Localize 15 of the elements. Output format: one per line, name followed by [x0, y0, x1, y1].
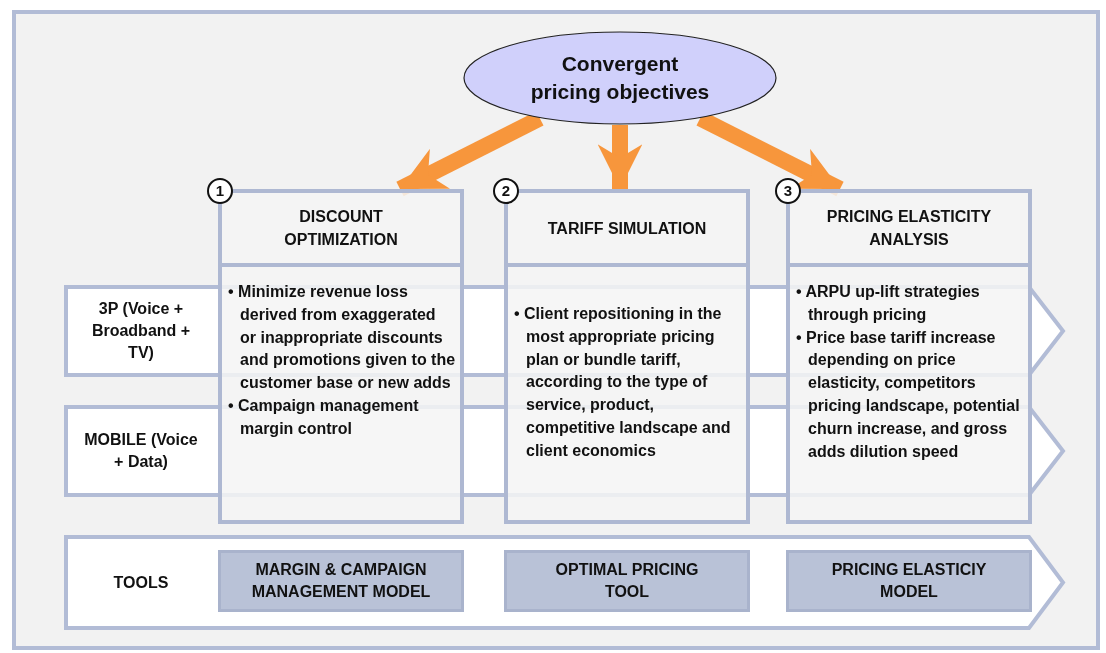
row-label: 3P (Voice + Broadband + TV) — [90, 299, 192, 363]
row-label: MOBILE (Voice + Data) — [83, 430, 199, 472]
tool-box: PRICING ELASTICIY MODEL — [786, 550, 1032, 612]
bullet-text: • Minimize revenue loss derived from exaggerated or inappropriate discounts and promotions given to the customer base or new adds — [227, 282, 456, 394]
row-label: TOOLS — [112, 572, 170, 593]
objective-ellipse — [463, 31, 777, 125]
bullet-text: • Client repositioning in the most appropriate pricing plan or bundle tariff, according to the type of service, product, competitive landscape and client economics — [513, 304, 732, 461]
row-band — [64, 535, 1065, 630]
bullet-text: • Campaign management margin control — [227, 396, 420, 439]
bullet-text: • Price base tariff increase depending on price elasticity, competitors pricing landscape, potential churn increase, and gross adds dilution speed — [795, 327, 1021, 462]
tool-box: OPTIMAL PRICING TOOL — [504, 550, 750, 612]
thick-arrow — [597, 125, 643, 189]
ellipse-label: Convergent pricing objectives — [529, 51, 711, 105]
tool-box: MARGIN & CAMPAIGN MANAGEMENT MODEL — [218, 550, 464, 612]
bullet-text: • ARPU up-lift strategies through pricing — [795, 282, 981, 325]
